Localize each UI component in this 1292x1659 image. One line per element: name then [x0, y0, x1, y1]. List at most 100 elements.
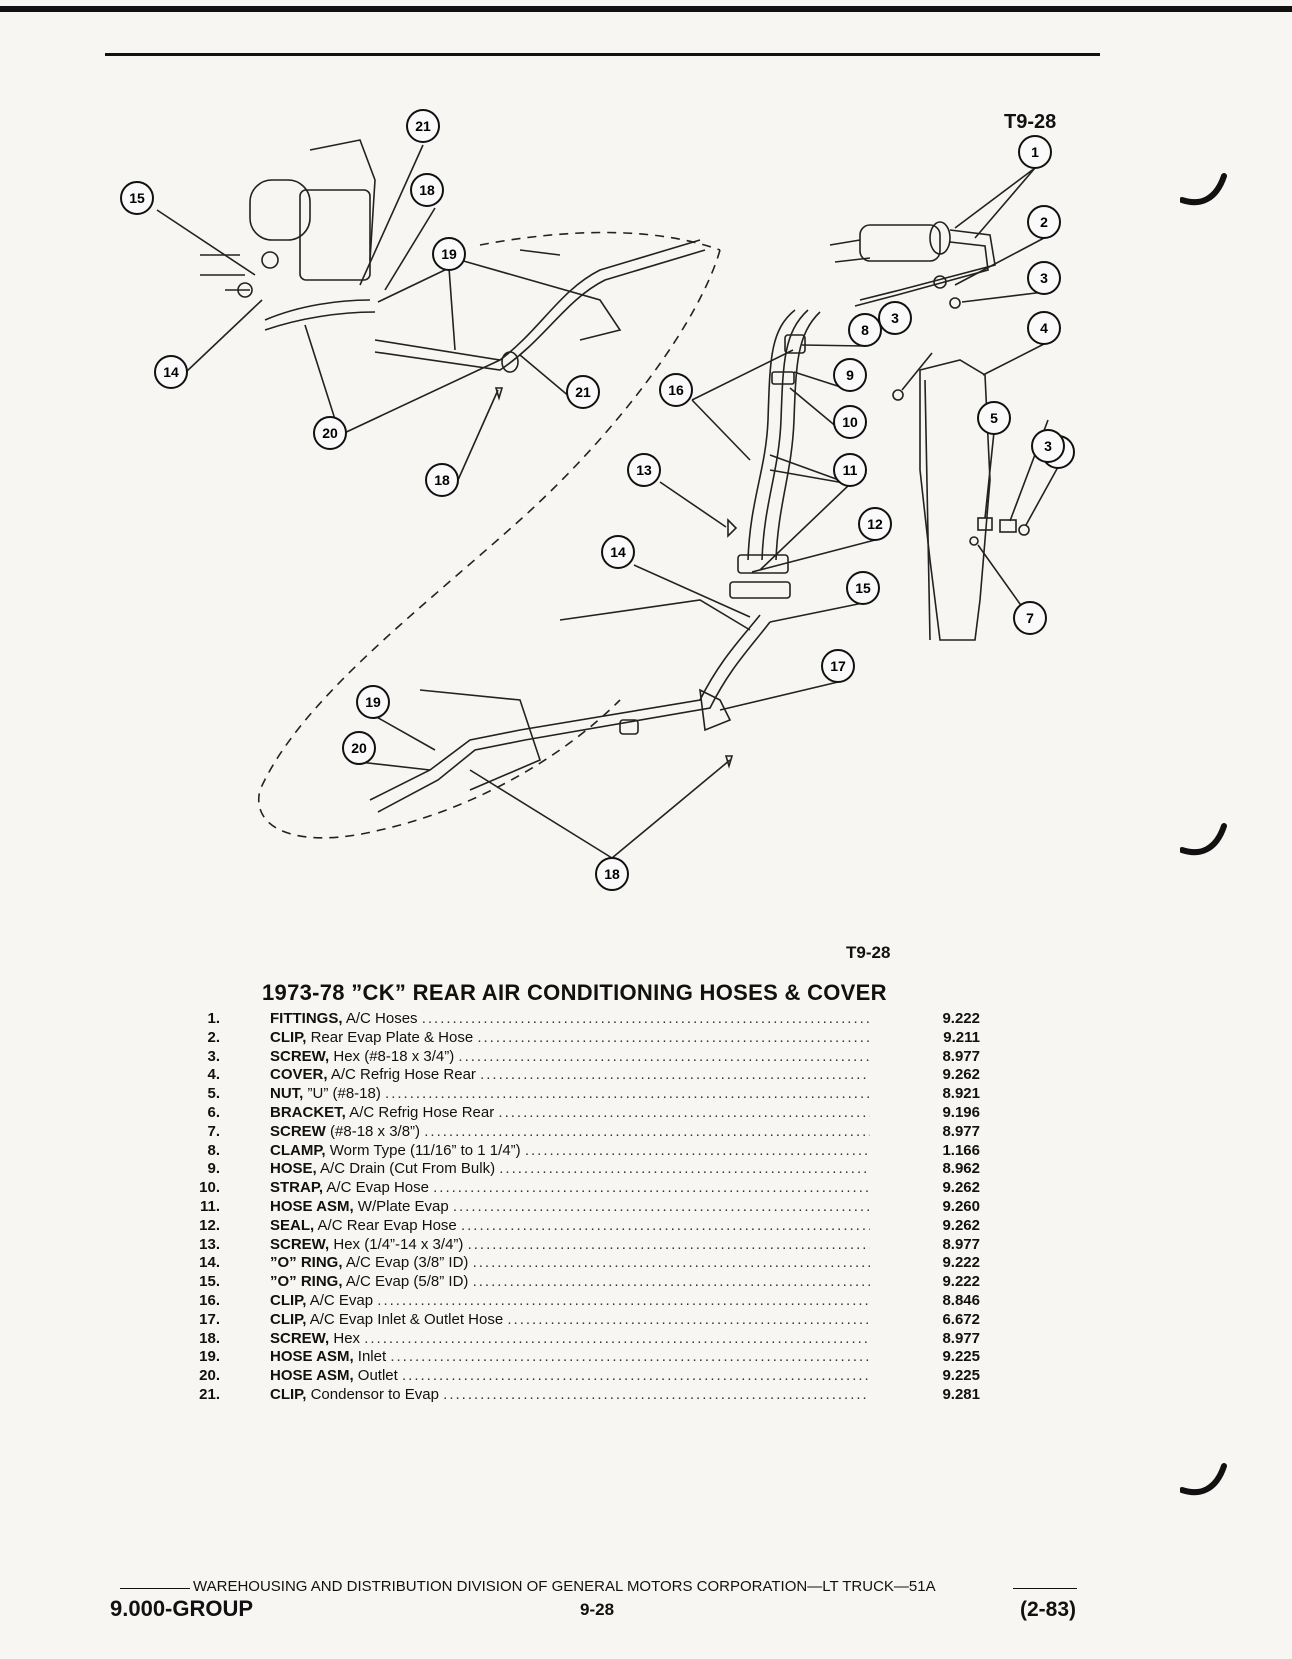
part-number: 9.	[207, 1160, 220, 1178]
parts-list-row: 5.NUT, ”U” (#8-18) .....................…	[180, 1085, 990, 1104]
part-group-number: 9.196	[942, 1103, 980, 1121]
part-name: COVER,	[270, 1066, 328, 1084]
svg-text:11: 11	[843, 462, 858, 478]
leader-dots: ........................................…	[390, 1348, 870, 1366]
part-name: STRAP,	[270, 1179, 324, 1197]
svg-text:14: 14	[163, 364, 179, 380]
callout-18: 18	[425, 463, 459, 497]
callout-13: 13	[627, 453, 661, 487]
leader-dots: ........................................…	[458, 1047, 870, 1065]
svg-text:3: 3	[1044, 438, 1052, 454]
part-description: HOSE, A/C Drain (Cut From Bulk) ........…	[270, 1160, 870, 1179]
part-group-number: 9.222	[942, 1273, 980, 1291]
part-name: SCREW,	[270, 1235, 330, 1253]
part-description: FITTINGS, A/C Hoses ....................…	[270, 1010, 870, 1029]
leader-dots: ........................................…	[424, 1122, 870, 1140]
figure-reference-caption: T9-28	[846, 943, 891, 962]
part-description: SEAL, A/C Rear Evap Hose ...............…	[270, 1217, 870, 1236]
part-name: CLIP,	[270, 1310, 307, 1328]
svg-text:1: 1	[1031, 144, 1039, 160]
binder-mark-bottom	[1180, 1463, 1227, 1496]
part-name: SCREW	[270, 1122, 326, 1140]
top-rule	[0, 6, 1292, 12]
part-description: SCREW, Hex (#8-18 x 3/4”) ..............…	[270, 1048, 870, 1067]
part-group-number: 6.672	[942, 1310, 980, 1328]
part-detail: Worm Type (11/16” to 1 1/4”)	[329, 1141, 521, 1159]
leader-dots: ........................................…	[524, 1141, 870, 1159]
parts-list-row: 6.BRACKET, A/C Refrig Hose Rear ........…	[180, 1104, 990, 1123]
part-number: 15.	[199, 1273, 220, 1291]
figure-reference-top: T9-28	[1004, 111, 1057, 133]
part-detail: A/C Rear Evap Hose	[317, 1216, 457, 1234]
leader-dots: ........................................…	[507, 1310, 870, 1328]
part-detail: W/Plate Evap	[357, 1197, 449, 1215]
parts-list-row: 19.HOSE ASM, Inlet .....................…	[180, 1348, 990, 1367]
part-description: CLIP, Rear Evap Plate & Hose ...........…	[270, 1029, 870, 1048]
parts-list-row: 16.CLIP, A/C Evap ......................…	[180, 1292, 990, 1311]
footer-rule-right	[1013, 1588, 1077, 1589]
callout-1: 1	[1018, 135, 1052, 169]
part-group-number: 8.977	[942, 1329, 980, 1347]
callout-14: 14	[154, 355, 188, 389]
part-number: 6.	[207, 1103, 220, 1121]
callout-3: 3	[878, 301, 912, 335]
svg-text:18: 18	[419, 182, 435, 198]
part-description: ”O” RING, A/C Evap (5/8” ID) ...........…	[270, 1273, 870, 1292]
part-group-number: 1.166	[942, 1141, 980, 1159]
part-number: 12.	[199, 1216, 220, 1234]
svg-text:8: 8	[861, 322, 869, 338]
footer-publisher-line: WAREHOUSING AND DISTRIBUTION DIVISION OF…	[193, 1578, 936, 1595]
part-name: NUT,	[270, 1085, 304, 1103]
parts-list-row: 3.SCREW, Hex (#8-18 x 3/4”) ............…	[180, 1048, 990, 1067]
part-description: CLIP, A/C Evap Inlet & Outlet Hose .....…	[270, 1311, 870, 1330]
callout-8: 8	[848, 313, 882, 347]
svg-text:7: 7	[1026, 610, 1034, 626]
part-group-number: 9.225	[942, 1348, 980, 1366]
callout-4: 4	[1027, 311, 1061, 345]
part-detail: Rear Evap Plate & Hose	[310, 1028, 474, 1046]
part-description: SCREW, Hex .............................…	[270, 1330, 870, 1349]
part-name: HOSE,	[270, 1160, 317, 1178]
svg-text:19: 19	[441, 246, 457, 262]
part-name: CLIP,	[270, 1385, 307, 1403]
callout-19: 19	[432, 237, 466, 271]
part-number: 17.	[199, 1310, 220, 1328]
part-group-number: 9.211	[943, 1028, 980, 1046]
leader-dots: ........................................…	[472, 1273, 870, 1291]
part-description: ”O” RING, A/C Evap (3/8” ID) ...........…	[270, 1254, 870, 1273]
part-group-number: 9.262	[942, 1216, 980, 1234]
part-detail: Hex (1/4”-14 x 3/4”)	[333, 1235, 464, 1253]
part-detail: Condensor to Evap	[310, 1385, 439, 1403]
callout-17: 17	[821, 649, 855, 683]
part-description: HOSE ASM, Outlet .......................…	[270, 1367, 870, 1386]
part-description: COVER, A/C Refrig Hose Rear ............…	[270, 1066, 870, 1085]
callout-3: 3	[1027, 261, 1061, 295]
svg-text:14: 14	[610, 544, 626, 560]
part-group-number: 8.846	[942, 1291, 980, 1309]
svg-text:2: 2	[1040, 214, 1048, 230]
parts-list-row: 14. ”O” RING, A/C Evap (3/8” ID) ........…	[180, 1254, 990, 1273]
part-number: 14.	[199, 1254, 220, 1272]
leader-dots: ........................................…	[472, 1254, 870, 1272]
parts-list-row: 10.STRAP, A/C Evap Hose ................…	[180, 1179, 990, 1198]
parts-list-row: 20.HOSE ASM, Outlet ....................…	[180, 1367, 990, 1386]
part-group-number: 8.977	[942, 1047, 980, 1065]
svg-text:10: 10	[842, 414, 858, 430]
part-name: SCREW,	[270, 1329, 330, 1347]
parts-list-row: 2.CLIP, Rear Evap Plate & Hose .........…	[180, 1029, 990, 1048]
parts-list-row: 18.SCREW, Hex ..........................…	[180, 1330, 990, 1349]
parts-list: 1.FITTINGS, A/C Hoses ..................…	[180, 1010, 990, 1405]
part-name: HOSE ASM,	[270, 1348, 354, 1366]
parts-list-row: 7.SCREW (#8-18 x 3/8”) .................…	[180, 1123, 990, 1142]
leader-dots: ........................................…	[385, 1085, 870, 1103]
svg-text:15: 15	[855, 580, 871, 596]
svg-text:3: 3	[891, 310, 899, 326]
part-detail: Hex (#8-18 x 3/4”)	[333, 1047, 455, 1065]
parts-list-row: 9. HOSE, A/C Drain (Cut From Bulk) ......…	[180, 1160, 990, 1179]
leader-dots: ........................................…	[480, 1066, 870, 1084]
callout-21: 21	[406, 109, 440, 143]
callout-15: 15	[120, 181, 154, 215]
part-group-number: 8.977	[942, 1122, 980, 1140]
svg-text:19: 19	[365, 694, 381, 710]
parts-list-row: 11.HOSE ASM, W/Plate Evap ..............…	[180, 1198, 990, 1217]
